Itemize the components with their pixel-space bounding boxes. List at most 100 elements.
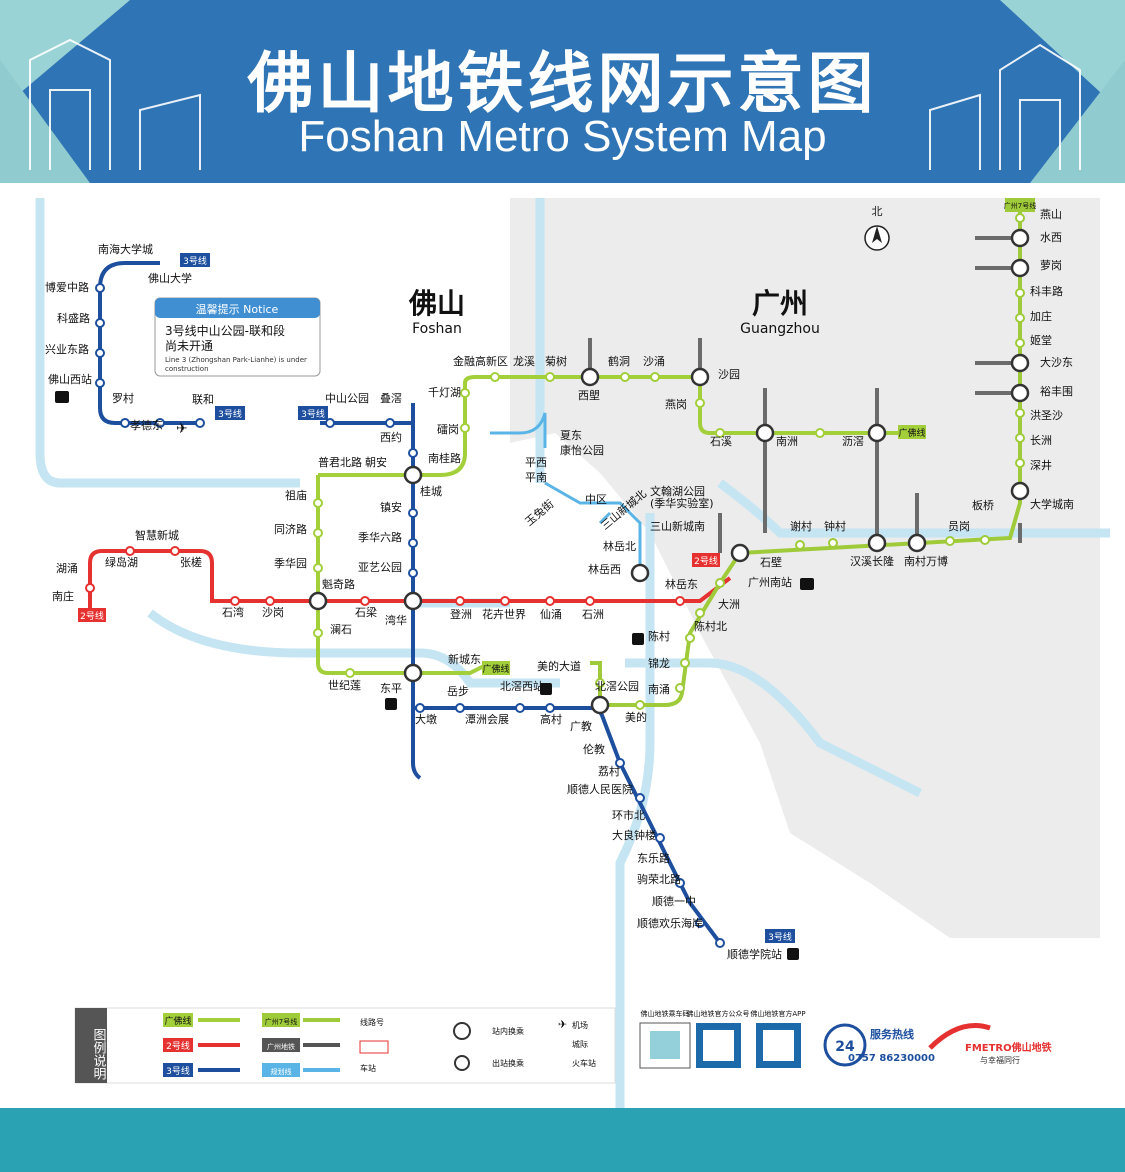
station-shayuan: 沙园 (718, 368, 740, 381)
station-foshanxi: 佛山西站 (48, 372, 92, 386)
station-shixi: 石溪 (710, 435, 732, 448)
station-zhongcun: 钟村 (824, 519, 846, 533)
svg-text:规划线: 规划线 (271, 1067, 292, 1076)
station-hanxi: 汉溪长隆 (850, 554, 894, 568)
station-lvdaohu: 绿岛湖 (105, 555, 138, 569)
station-longxi: 龙溪 (513, 355, 535, 368)
map-canvas: 北 佛山 Foshan 广州 Guangzhou 温馨提示 Notice 3号线… (35, 198, 1110, 1113)
header-decoration (0, 0, 1125, 183)
line3-stations (95, 283, 725, 948)
station-shagang: 沙岗 (262, 606, 284, 619)
station-huchao: 湖涌 (56, 562, 78, 575)
service-hotline: 24 服务热线 0757 86230000 (823, 1023, 935, 1067)
station-diejiao: 叠滘 (380, 392, 402, 405)
station-shuixi: 水西 (1040, 231, 1062, 244)
notice-line1: 3号线中山公园-联和段 (165, 323, 285, 338)
station-yuxiujie: 玉兔街 (522, 497, 556, 529)
legend-railway: 火车站 (572, 1058, 596, 1068)
notice-title: 温馨提示 Notice (196, 302, 279, 316)
page-title-en: Foshan Metro System Map (298, 112, 827, 161)
legend-line3: 3号线 (163, 1063, 240, 1077)
station-jurongbeilu: 驹荣北路 (637, 872, 681, 886)
interchange-stations (308, 228, 1030, 715)
station-pingxi: 平西 (525, 456, 547, 469)
svg-text:3号线: 3号线 (218, 408, 242, 420)
station-shiliang: 石梁 (355, 605, 377, 619)
station-lianhe: 联和 (192, 393, 214, 406)
svg-text:广佛线: 广佛线 (898, 427, 925, 439)
station-xianchong: 仙涌 (540, 608, 562, 621)
station-shizhou: 石洲 (582, 608, 604, 621)
station-kuiqilu: 魁奇路 (322, 577, 355, 591)
compass-label-cn: 北 (872, 205, 883, 218)
legend-title: 图例说明 (91, 1028, 107, 1081)
station-boaizhonglu: 博爱中路 (45, 281, 89, 294)
qr-codes: 佛山地铁乘车码 佛山地铁官方公众号 佛山地铁官方APP (639, 1009, 806, 1069)
station-shenjing: 深井 (1030, 458, 1052, 472)
line-badge-line2-a: 2号线 (78, 608, 106, 622)
svg-text:3号线: 3号线 (768, 931, 792, 943)
notice-line4: construction (165, 365, 209, 373)
station-xingye: 兴业东路 (45, 343, 89, 356)
legend-guangfo: 广佛线 (163, 1013, 240, 1027)
line-badge-line3-c: 3号线 (298, 406, 328, 420)
svg-text:3号线: 3号线 (166, 1065, 190, 1077)
airport-icon: ✈ (176, 421, 188, 437)
station-jushu: 菊树 (545, 354, 567, 368)
station-linyuedong: 林岳东 (665, 577, 698, 591)
svg-text:✈: ✈ (558, 1018, 567, 1031)
station-shundehuanlehaian: 顺德欢乐海岸 (637, 916, 703, 930)
station-nanhaidaxuecheng: 南海大学城 (98, 242, 153, 256)
station-chencun: 陈村 (648, 629, 670, 643)
legend-station-label: 车站 (360, 1063, 376, 1073)
station-nanzhuang: 南庄 (52, 589, 74, 603)
station-licun: 荔村 (598, 764, 620, 778)
legend-interchange: 站内换乘 (492, 1026, 524, 1036)
gz-other-tracks (588, 236, 1022, 553)
station-shibi: 石壁 (760, 555, 782, 569)
station-nancun: 南村万博 (904, 554, 948, 568)
svg-text:3号线: 3号线 (183, 255, 207, 267)
notice-line3: Line 3 (Zhongshan Park-Lianhe) is under (165, 356, 307, 364)
station-guangjiao: 广教 (570, 720, 592, 733)
svg-text:广佛线: 广佛线 (482, 663, 509, 675)
station-tanzhou: 潭洲会展 (465, 713, 509, 726)
station-labels: 南海大学城 佛山大学 博爱中路 科盛路 兴业东路 佛山西站 罗村 联和 孝德东 … (45, 208, 1074, 961)
station-dadun: 大墩 (415, 712, 437, 726)
station-luogang: 萝岗 (1040, 259, 1062, 272)
station-huanshibei: 环市北 (612, 808, 645, 822)
legend-intercity: 城际 (572, 1040, 588, 1049)
station-yanshan: 燕山 (1040, 208, 1062, 221)
hotline-label: 服务热线 (870, 1027, 914, 1041)
station-luocun: 罗村 (112, 391, 134, 405)
station-lijiao: 沥滘 (842, 435, 864, 448)
legend-airport: 机场 (572, 1020, 588, 1030)
station-wenhan: 文翰湖公园 (650, 484, 705, 498)
brand-logo: FMETRO佛山地铁 与幸福同行 (928, 1023, 1052, 1065)
station-gaocun: 高村 (540, 712, 562, 726)
station-zhongshangongyuan: 中山公园 (325, 392, 369, 405)
legend-out-station: 出站换乘 (492, 1058, 524, 1068)
notice-box: 温馨提示 Notice 3号线中山公园-联和段 尚未开通 Line 3 (Zho… (154, 297, 321, 377)
station-jinronggaoxinqu: 金融高新区 (453, 354, 508, 368)
station-kesheng: 科盛路 (57, 311, 90, 325)
station-linyuebei: 林岳北 (603, 539, 636, 553)
brand-slogan: 与幸福同行 (980, 1055, 1020, 1065)
legend-planned: 规划线 (262, 1063, 340, 1077)
station-yangang: 燕岗 (665, 398, 687, 411)
station-dongping: 东平 (380, 682, 402, 695)
header-banner: 佛山地铁线网示意图 Foshan Metro System Map (0, 0, 1125, 183)
page-title-cn: 佛山地铁线网示意图 (247, 45, 878, 122)
station-wenhan2: (季华实验室) (650, 496, 714, 510)
brand-name: FMETRO佛山地铁 (965, 1041, 1052, 1054)
railway-icon (55, 391, 814, 960)
station-chencunbei: 陈村北 (694, 619, 727, 633)
station-pujunbeilu: 普君北路 (318, 455, 362, 469)
station-pingnan: 平南 (525, 471, 547, 484)
station-shundeyizhong: 顺德一中 (652, 894, 696, 908)
station-jiazhuang: 加庄 (1030, 309, 1052, 323)
station-shijilian: 世纪莲 (328, 679, 361, 692)
line-badge-line3-a: 3号线 (180, 253, 210, 267)
svg-text:2号线: 2号线 (694, 555, 718, 567)
svg-text:24: 24 (835, 1039, 855, 1055)
